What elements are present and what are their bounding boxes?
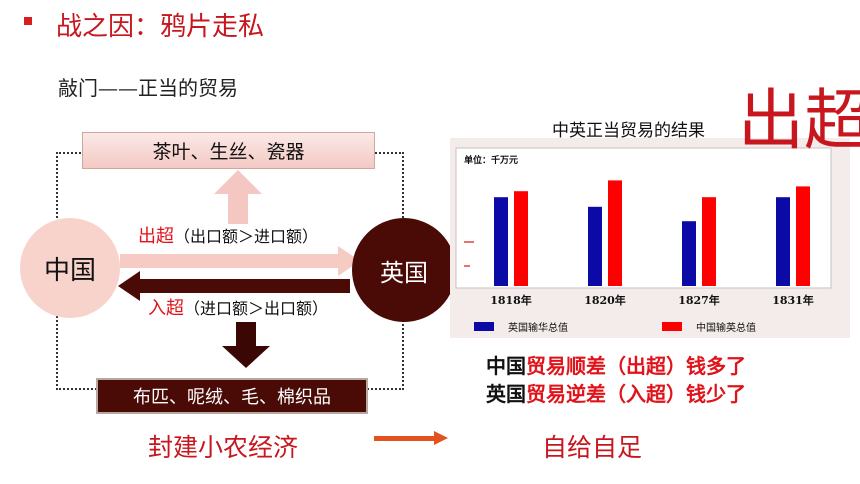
trade-chart-svg: 单位：千万元 1818年 1820年 1827年 1831年 英国输华总值 中国输英总值 bbox=[455, 147, 832, 334]
bar-uk-to-china-0 bbox=[494, 197, 508, 286]
up-arrow-shaft bbox=[228, 192, 248, 224]
legend-swatch bbox=[474, 322, 494, 331]
import-surplus-label: 入超（进口额＞出口额） bbox=[148, 294, 328, 320]
bar-china-to-uk-2 bbox=[702, 197, 716, 286]
result-balance: 贸易顺差（出超） bbox=[526, 354, 686, 378]
economy-arrow-shaft bbox=[374, 436, 436, 441]
left-arrow-icon bbox=[118, 271, 140, 301]
result-line-britain: 英国贸易逆差（入超）钱少了 bbox=[486, 378, 746, 407]
down-arrow-icon bbox=[222, 346, 270, 368]
result-country: 英国 bbox=[486, 382, 526, 406]
legend-label: 中国输英总值 bbox=[696, 321, 756, 334]
economy-label: 封建小农经济 bbox=[148, 433, 299, 462]
chart-title: 中英正当贸易的结果 bbox=[552, 121, 705, 141]
export-surplus-label: 出超（出口额＞进口额） bbox=[138, 222, 318, 248]
export-note: （出口额＞进口额） bbox=[174, 227, 319, 246]
bar-uk-to-china-1 bbox=[588, 206, 602, 286]
self-sufficient-label: 自给自足 bbox=[542, 433, 643, 462]
slide-title: 战之因：鸦片走私 bbox=[56, 12, 265, 42]
result-money: 钱多了 bbox=[686, 354, 746, 378]
trade-chart: 单位：千万元 1818年 1820年 1827年 1831年 英国输华总值 中国输英总值 bbox=[450, 138, 850, 338]
export-arrow-shaft bbox=[120, 254, 338, 268]
up-arrow-icon bbox=[214, 170, 262, 194]
bar-china-to-uk-0 bbox=[514, 191, 528, 286]
chart-stamp: 出超 bbox=[738, 82, 860, 159]
bar-china-to-uk-1 bbox=[608, 180, 622, 286]
result-money: 钱少了 bbox=[686, 382, 746, 406]
bullet-marker bbox=[24, 17, 32, 25]
legend-label: 英国输华总值 bbox=[508, 321, 568, 334]
result-balance: 贸易逆差（入超） bbox=[526, 382, 686, 406]
result-country: 中国 bbox=[486, 354, 526, 378]
bar-uk-to-china-2 bbox=[682, 221, 696, 286]
right-arrow-icon bbox=[434, 431, 448, 445]
britain-export-goods-box: 布匹、呢绒、毛、棉织品 bbox=[96, 378, 368, 414]
china-node: 中国 bbox=[20, 218, 120, 318]
down-arrow-shaft bbox=[236, 322, 256, 348]
britain-node: 英国 bbox=[352, 218, 456, 322]
x-tick-label: 1831年 bbox=[772, 293, 814, 307]
export-key: 出超 bbox=[138, 226, 174, 247]
import-note: （进口额＞出口额） bbox=[184, 299, 329, 318]
x-tick-label: 1827年 bbox=[678, 293, 720, 307]
x-tick-label: 1818年 bbox=[490, 293, 532, 307]
legend-swatch bbox=[662, 322, 682, 331]
plot-area bbox=[455, 147, 832, 289]
import-key: 入超 bbox=[148, 298, 184, 319]
import-arrow-shaft bbox=[140, 279, 350, 293]
result-line-china: 中国贸易顺差（出超）钱多了 bbox=[486, 350, 746, 379]
china-export-goods-box: 茶叶、生丝、瓷器 bbox=[82, 132, 375, 169]
bar-china-to-uk-3 bbox=[796, 186, 810, 286]
x-tick-label: 1820年 bbox=[584, 293, 626, 307]
unit-label: 单位：千万元 bbox=[464, 154, 518, 166]
bar-uk-to-china-3 bbox=[776, 197, 790, 286]
slide-subtitle: 敲门——正当的贸易 bbox=[58, 76, 238, 100]
